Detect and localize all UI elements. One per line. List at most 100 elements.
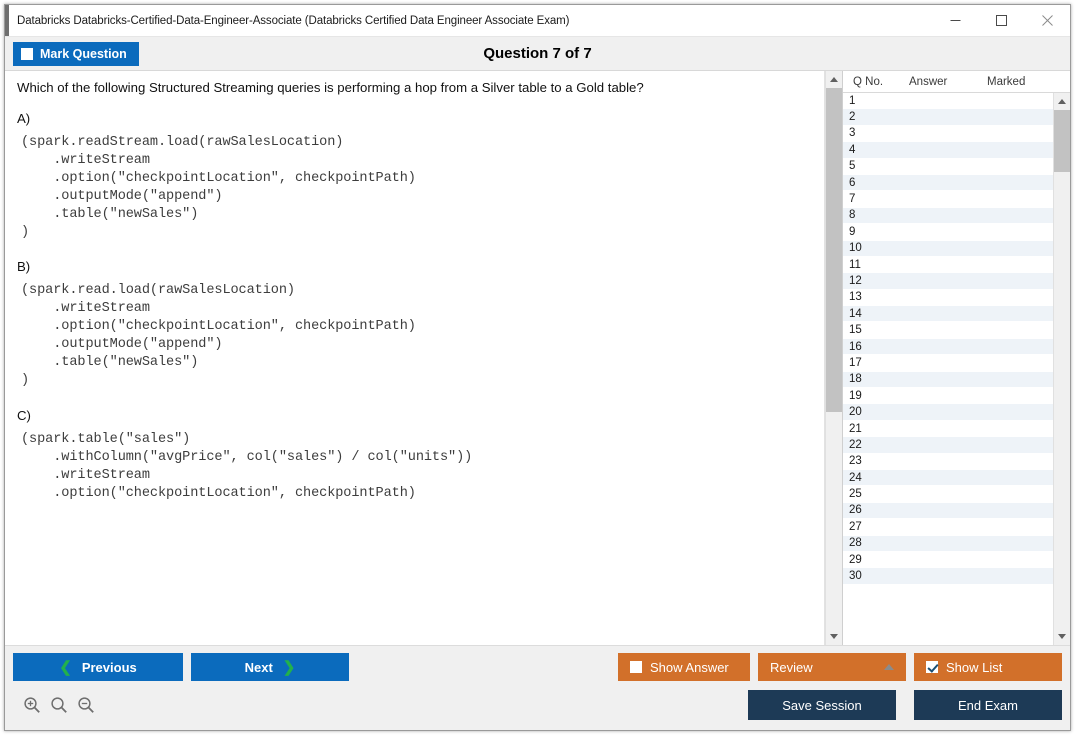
table-row[interactable]: 24 xyxy=(843,469,1053,487)
cell-qno: 1 xyxy=(849,94,856,107)
list-scroll-up-button[interactable] xyxy=(1054,93,1070,110)
cell-qno: 21 xyxy=(849,422,862,435)
arrow-up-icon xyxy=(830,77,838,82)
option-letter[interactable]: A) xyxy=(17,110,31,126)
mark-question-checkbox[interactable] xyxy=(21,47,33,60)
table-row[interactable]: 11 xyxy=(843,257,1053,274)
cell-qno: 29 xyxy=(849,553,862,566)
close-icon[interactable] xyxy=(1024,5,1070,36)
window-controls xyxy=(932,5,1070,36)
table-row[interactable]: 12 xyxy=(843,273,1053,290)
table-row[interactable]: 28 xyxy=(843,535,1053,552)
chevron-up-icon xyxy=(884,664,894,670)
cell-qno: 8 xyxy=(849,209,856,222)
mark-question-label: Mark Question xyxy=(40,46,127,61)
next-label: Next xyxy=(244,659,273,675)
review-dropdown[interactable]: Review xyxy=(758,653,906,681)
column-header-qno: Q No. xyxy=(853,75,884,88)
toolbar-row-secondary: Save Session End Exam xyxy=(13,688,1062,722)
table-row[interactable]: 17 xyxy=(843,355,1053,372)
table-row[interactable]: 23 xyxy=(843,454,1053,470)
option-letter[interactable]: B) xyxy=(17,259,31,275)
table-row[interactable]: 15 xyxy=(843,322,1053,339)
table-row[interactable]: 30 xyxy=(843,568,1053,585)
cell-qno: 28 xyxy=(849,537,862,550)
zoom-out-icon[interactable] xyxy=(77,696,95,714)
table-row[interactable]: 14 xyxy=(843,306,1053,323)
table-row[interactable]: 7 xyxy=(843,191,1053,208)
table-row[interactable]: 22 xyxy=(843,437,1053,454)
table-row[interactable]: 18 xyxy=(843,371,1053,389)
scroll-down-button[interactable] xyxy=(826,628,842,645)
table-row[interactable]: 2 xyxy=(843,109,1053,126)
table-row[interactable]: 4 xyxy=(843,142,1053,159)
scroll-track[interactable] xyxy=(826,88,842,628)
zoom-reset-icon[interactable] xyxy=(50,696,68,714)
table-row[interactable]: 29 xyxy=(843,552,1053,569)
table-row[interactable]: 5 xyxy=(843,159,1053,175)
option-letter[interactable]: C) xyxy=(17,408,31,424)
show-list-label: Show List xyxy=(946,659,1003,675)
previous-button[interactable]: ❮ Previous xyxy=(13,653,183,681)
list-scroll-down-button[interactable] xyxy=(1054,628,1070,645)
end-exam-button[interactable]: End Exam xyxy=(914,690,1062,720)
options-container: A)(spark.readStream.load(rawSalesLocatio… xyxy=(17,111,814,503)
arrow-up-icon xyxy=(1058,99,1066,104)
table-row[interactable]: 26 xyxy=(843,502,1053,520)
toolbar-row-primary: ❮ Previous Next ❯ Show Answer Review Sho… xyxy=(13,652,1062,682)
show-list-checkbox[interactable] xyxy=(926,661,938,673)
review-label: Review xyxy=(770,659,813,675)
table-row[interactable]: 8 xyxy=(843,207,1053,225)
save-session-button[interactable]: Save Session xyxy=(748,690,896,720)
list-scroll-track[interactable] xyxy=(1054,110,1070,628)
table-row[interactable]: 19 xyxy=(843,388,1053,405)
cell-qno: 4 xyxy=(849,143,856,156)
minimize-icon[interactable] xyxy=(932,5,978,36)
table-row[interactable]: 16 xyxy=(843,338,1053,356)
question-scrollbar[interactable] xyxy=(825,71,842,645)
cell-qno: 18 xyxy=(849,373,862,386)
question-stem: Which of the following Structured Stream… xyxy=(17,80,644,95)
scroll-up-button[interactable] xyxy=(826,71,842,88)
cell-qno: 27 xyxy=(849,520,862,533)
zoom-in-icon[interactable] xyxy=(23,696,41,714)
arrow-down-icon xyxy=(1058,634,1066,639)
show-answer-checkbox[interactable] xyxy=(630,661,642,673)
question-counter: Question 7 of 7 xyxy=(483,45,592,62)
table-row[interactable]: 6 xyxy=(843,174,1053,192)
column-header-marked: Marked xyxy=(987,75,1026,88)
cell-qno: 2 xyxy=(849,111,856,124)
show-answer-button[interactable]: Show Answer xyxy=(618,653,750,681)
table-row[interactable]: 1 xyxy=(843,93,1053,110)
cell-qno: 13 xyxy=(849,291,862,304)
maximize-icon[interactable] xyxy=(978,5,1024,36)
table-row[interactable]: 13 xyxy=(843,290,1053,307)
cell-qno: 30 xyxy=(849,570,862,583)
table-row[interactable]: 27 xyxy=(843,519,1053,536)
next-button[interactable]: Next ❯ xyxy=(191,653,349,681)
table-row[interactable]: 20 xyxy=(843,404,1053,421)
table-row[interactable]: 21 xyxy=(843,421,1053,438)
question-list-scrollbar[interactable] xyxy=(1053,93,1070,645)
cell-qno: 26 xyxy=(849,504,862,517)
mark-question-button[interactable]: Mark Question xyxy=(13,41,139,66)
cell-qno: 9 xyxy=(849,225,856,238)
show-list-button[interactable]: Show List xyxy=(914,653,1062,681)
list-scroll-thumb[interactable] xyxy=(1054,110,1070,173)
cell-qno: 7 xyxy=(849,193,856,206)
bottom-toolbar: ❮ Previous Next ❯ Show Answer Review Sho… xyxy=(5,645,1070,730)
table-row[interactable]: 9 xyxy=(843,224,1053,241)
table-row[interactable]: 10 xyxy=(843,240,1053,257)
title-bar: Databricks Databricks-Certified-Data-Eng… xyxy=(5,5,1070,37)
chevron-left-icon: ❮ xyxy=(59,658,72,676)
end-exam-label: End Exam xyxy=(958,697,1018,713)
cell-qno: 20 xyxy=(849,406,862,419)
table-row[interactable]: 3 xyxy=(843,126,1053,143)
cell-qno: 3 xyxy=(849,127,856,140)
table-row[interactable]: 25 xyxy=(843,486,1053,503)
question-content: Which of the following Structured Stream… xyxy=(5,71,824,645)
column-header-answer: Answer xyxy=(909,75,948,88)
scroll-thumb[interactable] xyxy=(826,88,842,412)
